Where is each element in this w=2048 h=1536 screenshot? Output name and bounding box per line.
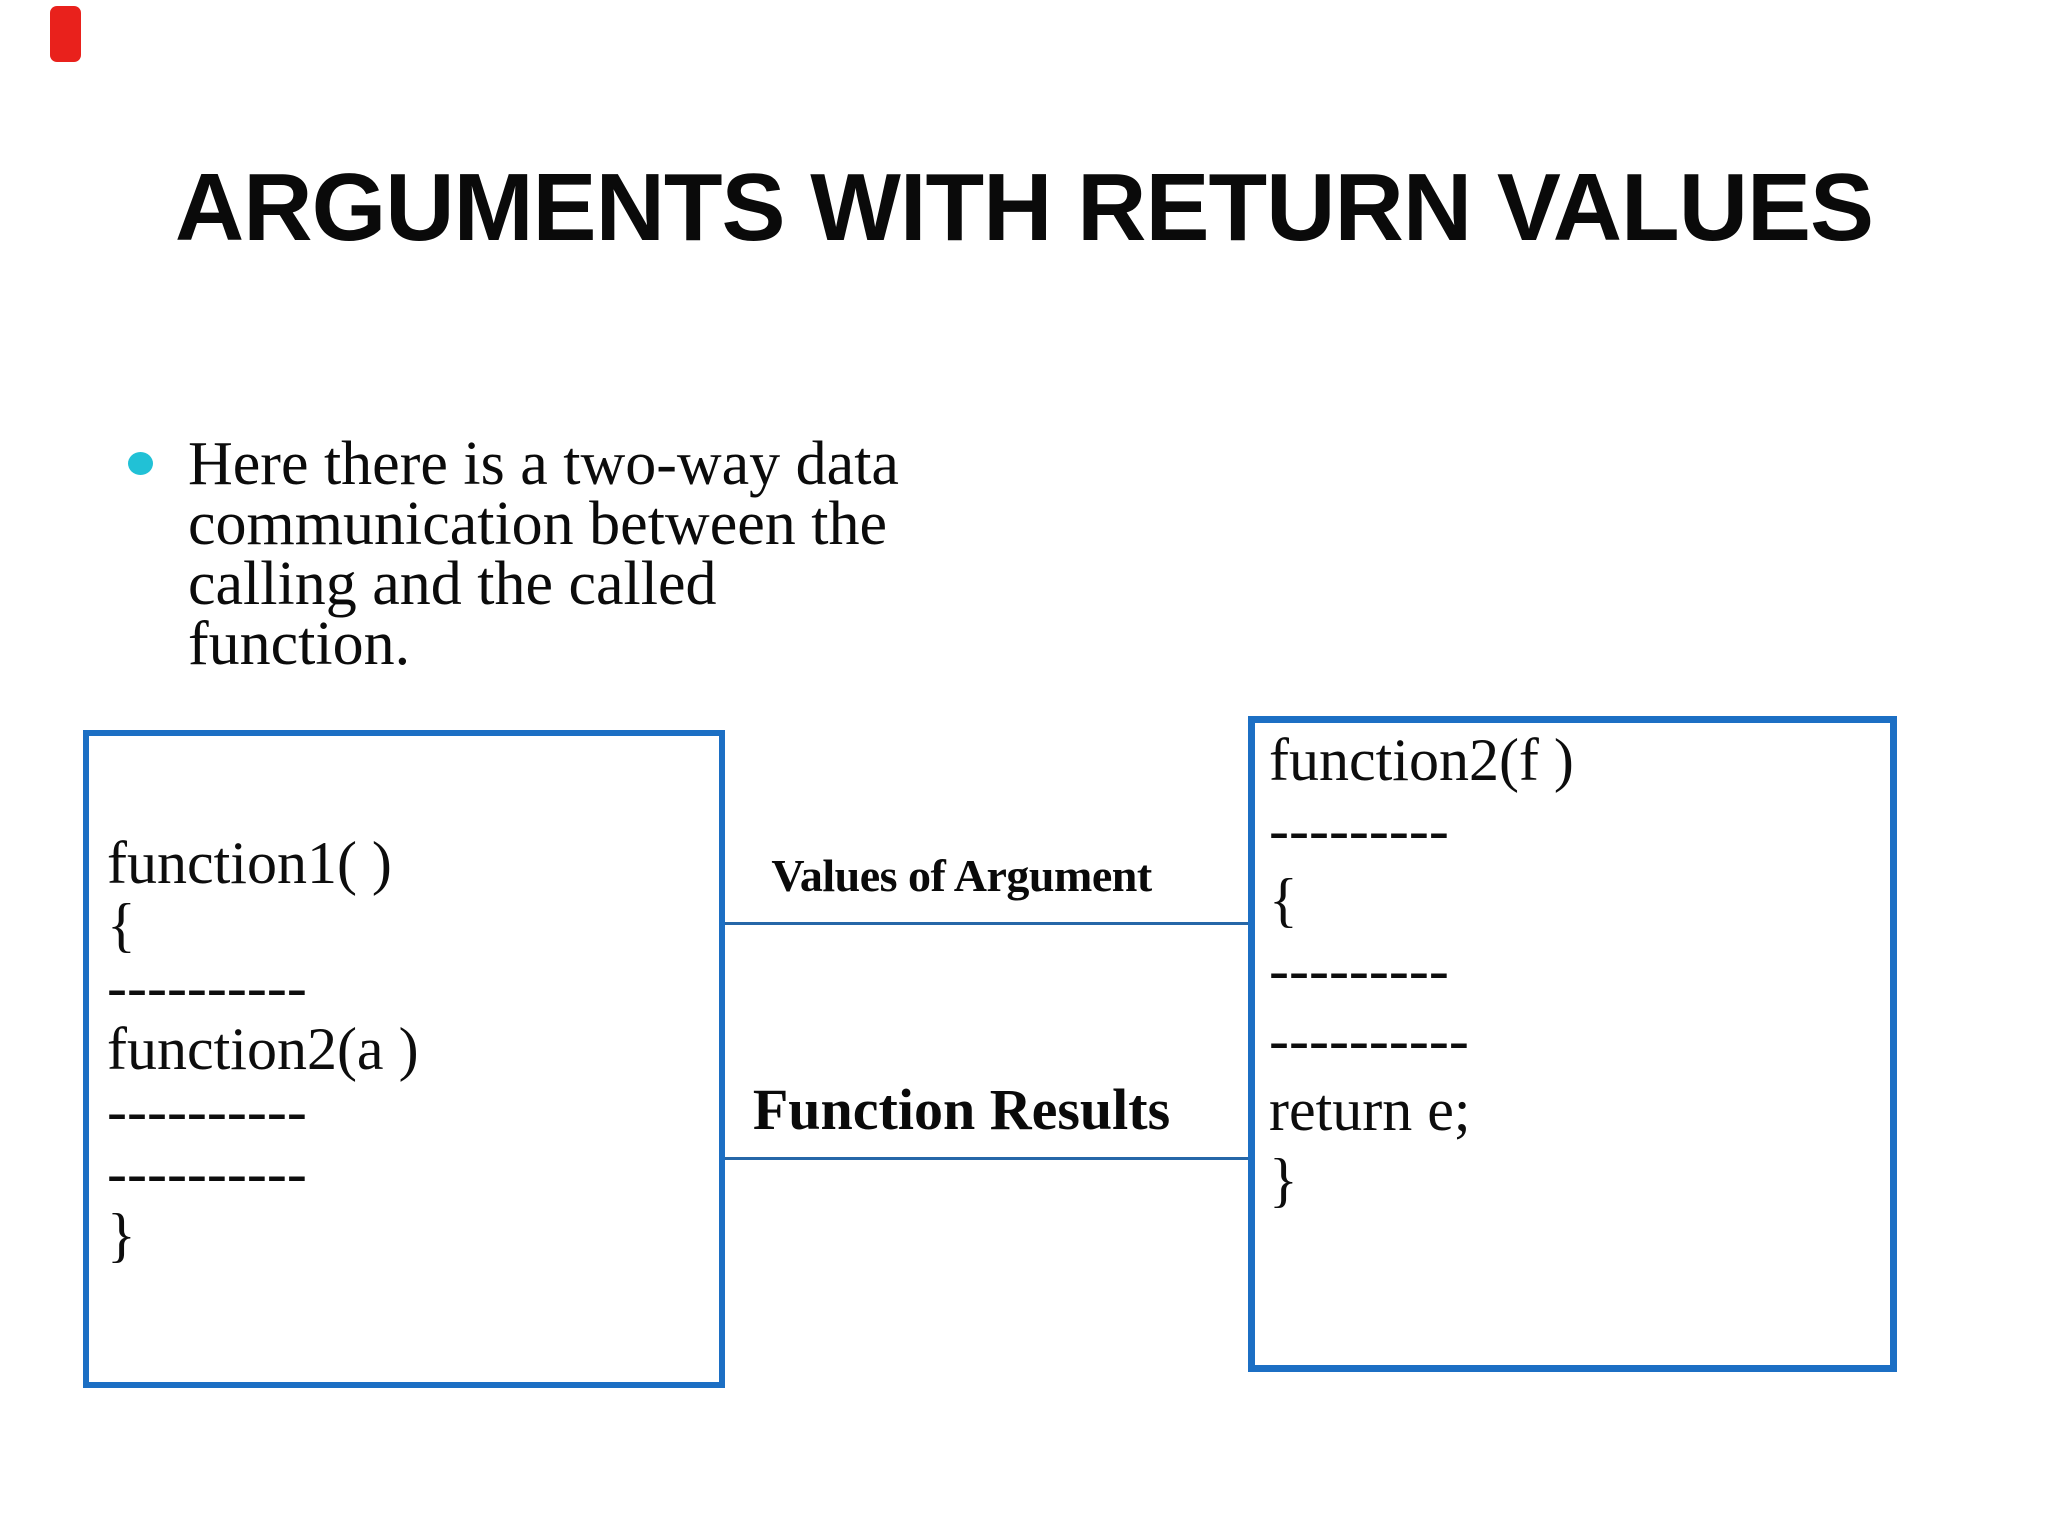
calling-function-box: function1( ) { ---------- function2(a ) … bbox=[83, 730, 725, 1388]
code-line: ---------- bbox=[107, 954, 307, 1020]
code-line: { bbox=[1269, 867, 1298, 933]
bullet-paragraph: Here there is a two-way data communicati… bbox=[188, 430, 1048, 678]
red-marker-icon bbox=[50, 6, 81, 62]
code-line: ---------- bbox=[107, 1078, 307, 1144]
code-line: ---------- bbox=[107, 1140, 307, 1206]
code-line: --------- bbox=[1269, 937, 1449, 1003]
bullet-line: Here there is a two-way data bbox=[188, 430, 899, 498]
code-line: --------- bbox=[1269, 797, 1449, 863]
called-function-box: function2(f ) --------- { --------- ----… bbox=[1248, 716, 1897, 1372]
code-line: function1( ) bbox=[107, 830, 392, 896]
values-of-argument-connector-line bbox=[725, 922, 1248, 925]
code-line: function2(a ) bbox=[107, 1016, 419, 1082]
bullet-dot-icon bbox=[128, 452, 153, 475]
bullet-line: communication between the bbox=[188, 490, 887, 558]
function-results-label: Function Results bbox=[752, 1077, 1171, 1142]
function-results-connector-line bbox=[725, 1157, 1248, 1160]
code-line: { bbox=[107, 892, 136, 958]
code-line: function2(f ) bbox=[1269, 727, 1574, 793]
code-line: ---------- bbox=[1269, 1007, 1469, 1073]
code-line: } bbox=[1269, 1147, 1298, 1213]
slide-title: ARGUMENTS WITH RETURN VALUES bbox=[174, 154, 1874, 261]
bullet-line: function. bbox=[188, 610, 411, 678]
bullet-line: calling and the called bbox=[188, 550, 717, 618]
code-line: return e; bbox=[1269, 1077, 1471, 1143]
code-line: } bbox=[107, 1202, 136, 1268]
values-of-argument-label: Values of Argument bbox=[771, 850, 1152, 901]
